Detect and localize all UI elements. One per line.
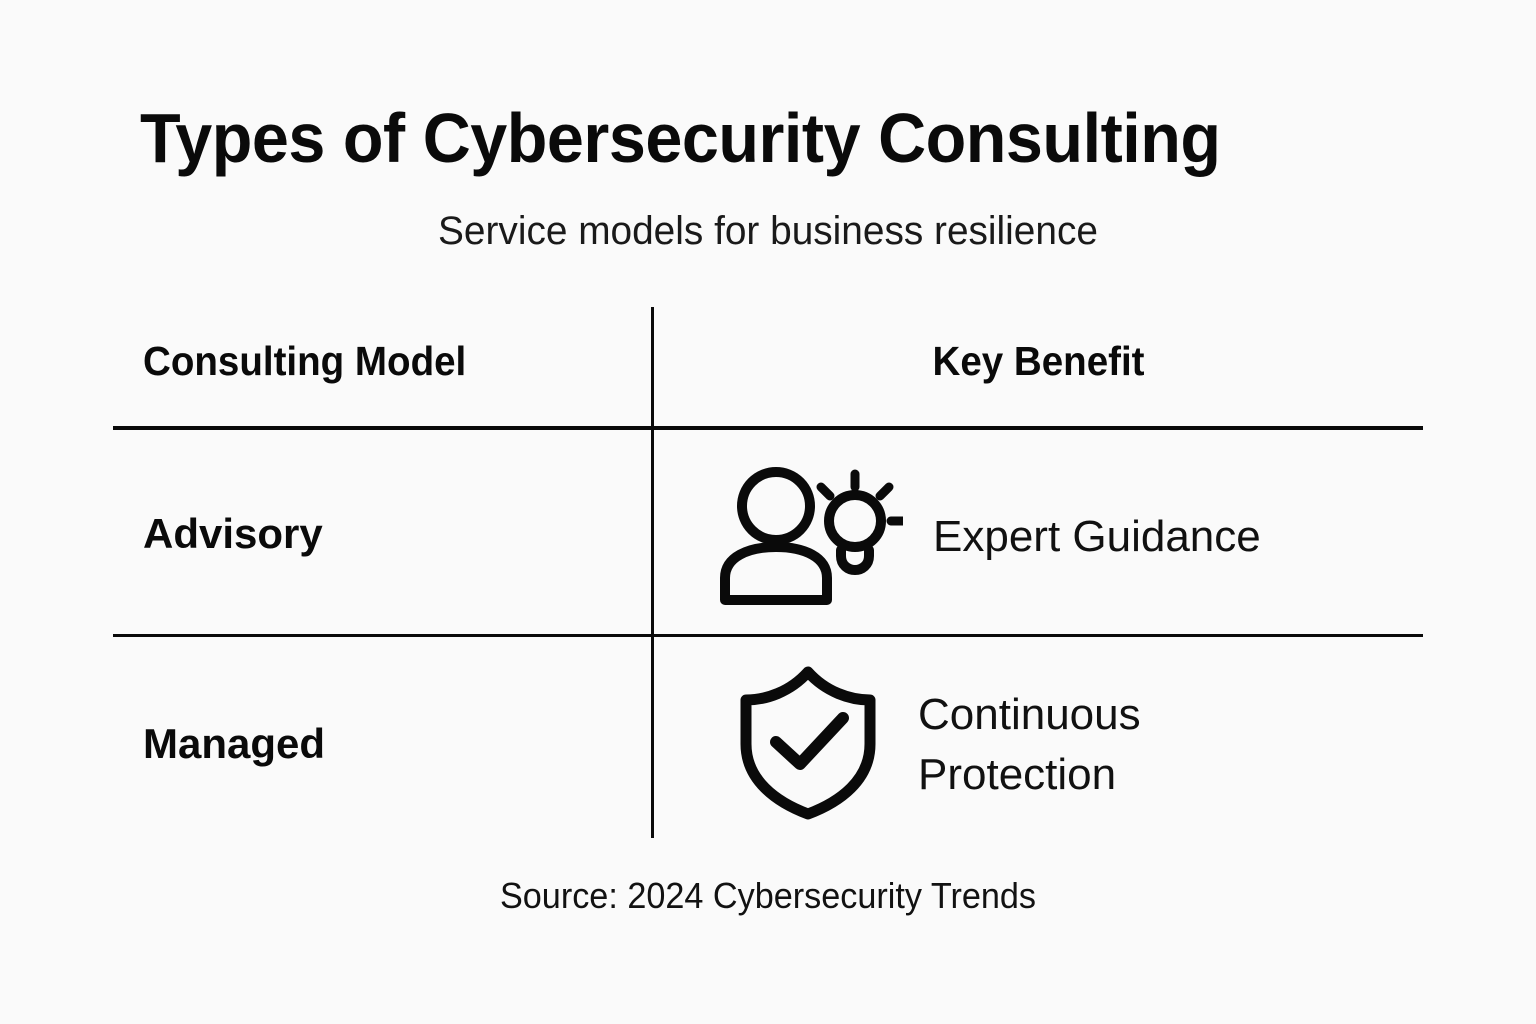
column-divider xyxy=(651,307,654,838)
benefit-cell-managed: Continuous Protection xyxy=(728,662,1141,827)
page-title: Types of Cybersecurity Consulting xyxy=(140,99,1221,177)
table-row: Managed xyxy=(143,720,326,767)
page-subtitle: Service models for business resilience xyxy=(438,209,1098,253)
benefit-label-managed: Continuous Protection xyxy=(918,689,1141,799)
source-note: Source: 2024 Cybersecurity Trends xyxy=(499,875,1037,916)
table-row: Advisory xyxy=(143,510,323,557)
benefit-label-advisory: Expert Guidance xyxy=(933,512,1261,561)
shield-check-icon xyxy=(728,662,888,827)
comparison-table: Consulting Model Key Benefit Advisory xyxy=(113,307,1423,838)
row-divider xyxy=(113,634,1423,637)
person-lightbulb-icon xyxy=(713,460,908,615)
benefit-cell-advisory: Expert Guidance xyxy=(713,457,1261,617)
header-rule xyxy=(113,426,1423,430)
column-header-key-benefit: Key Benefit xyxy=(932,338,1145,384)
column-header-consulting-model: Consulting Model xyxy=(143,338,467,384)
